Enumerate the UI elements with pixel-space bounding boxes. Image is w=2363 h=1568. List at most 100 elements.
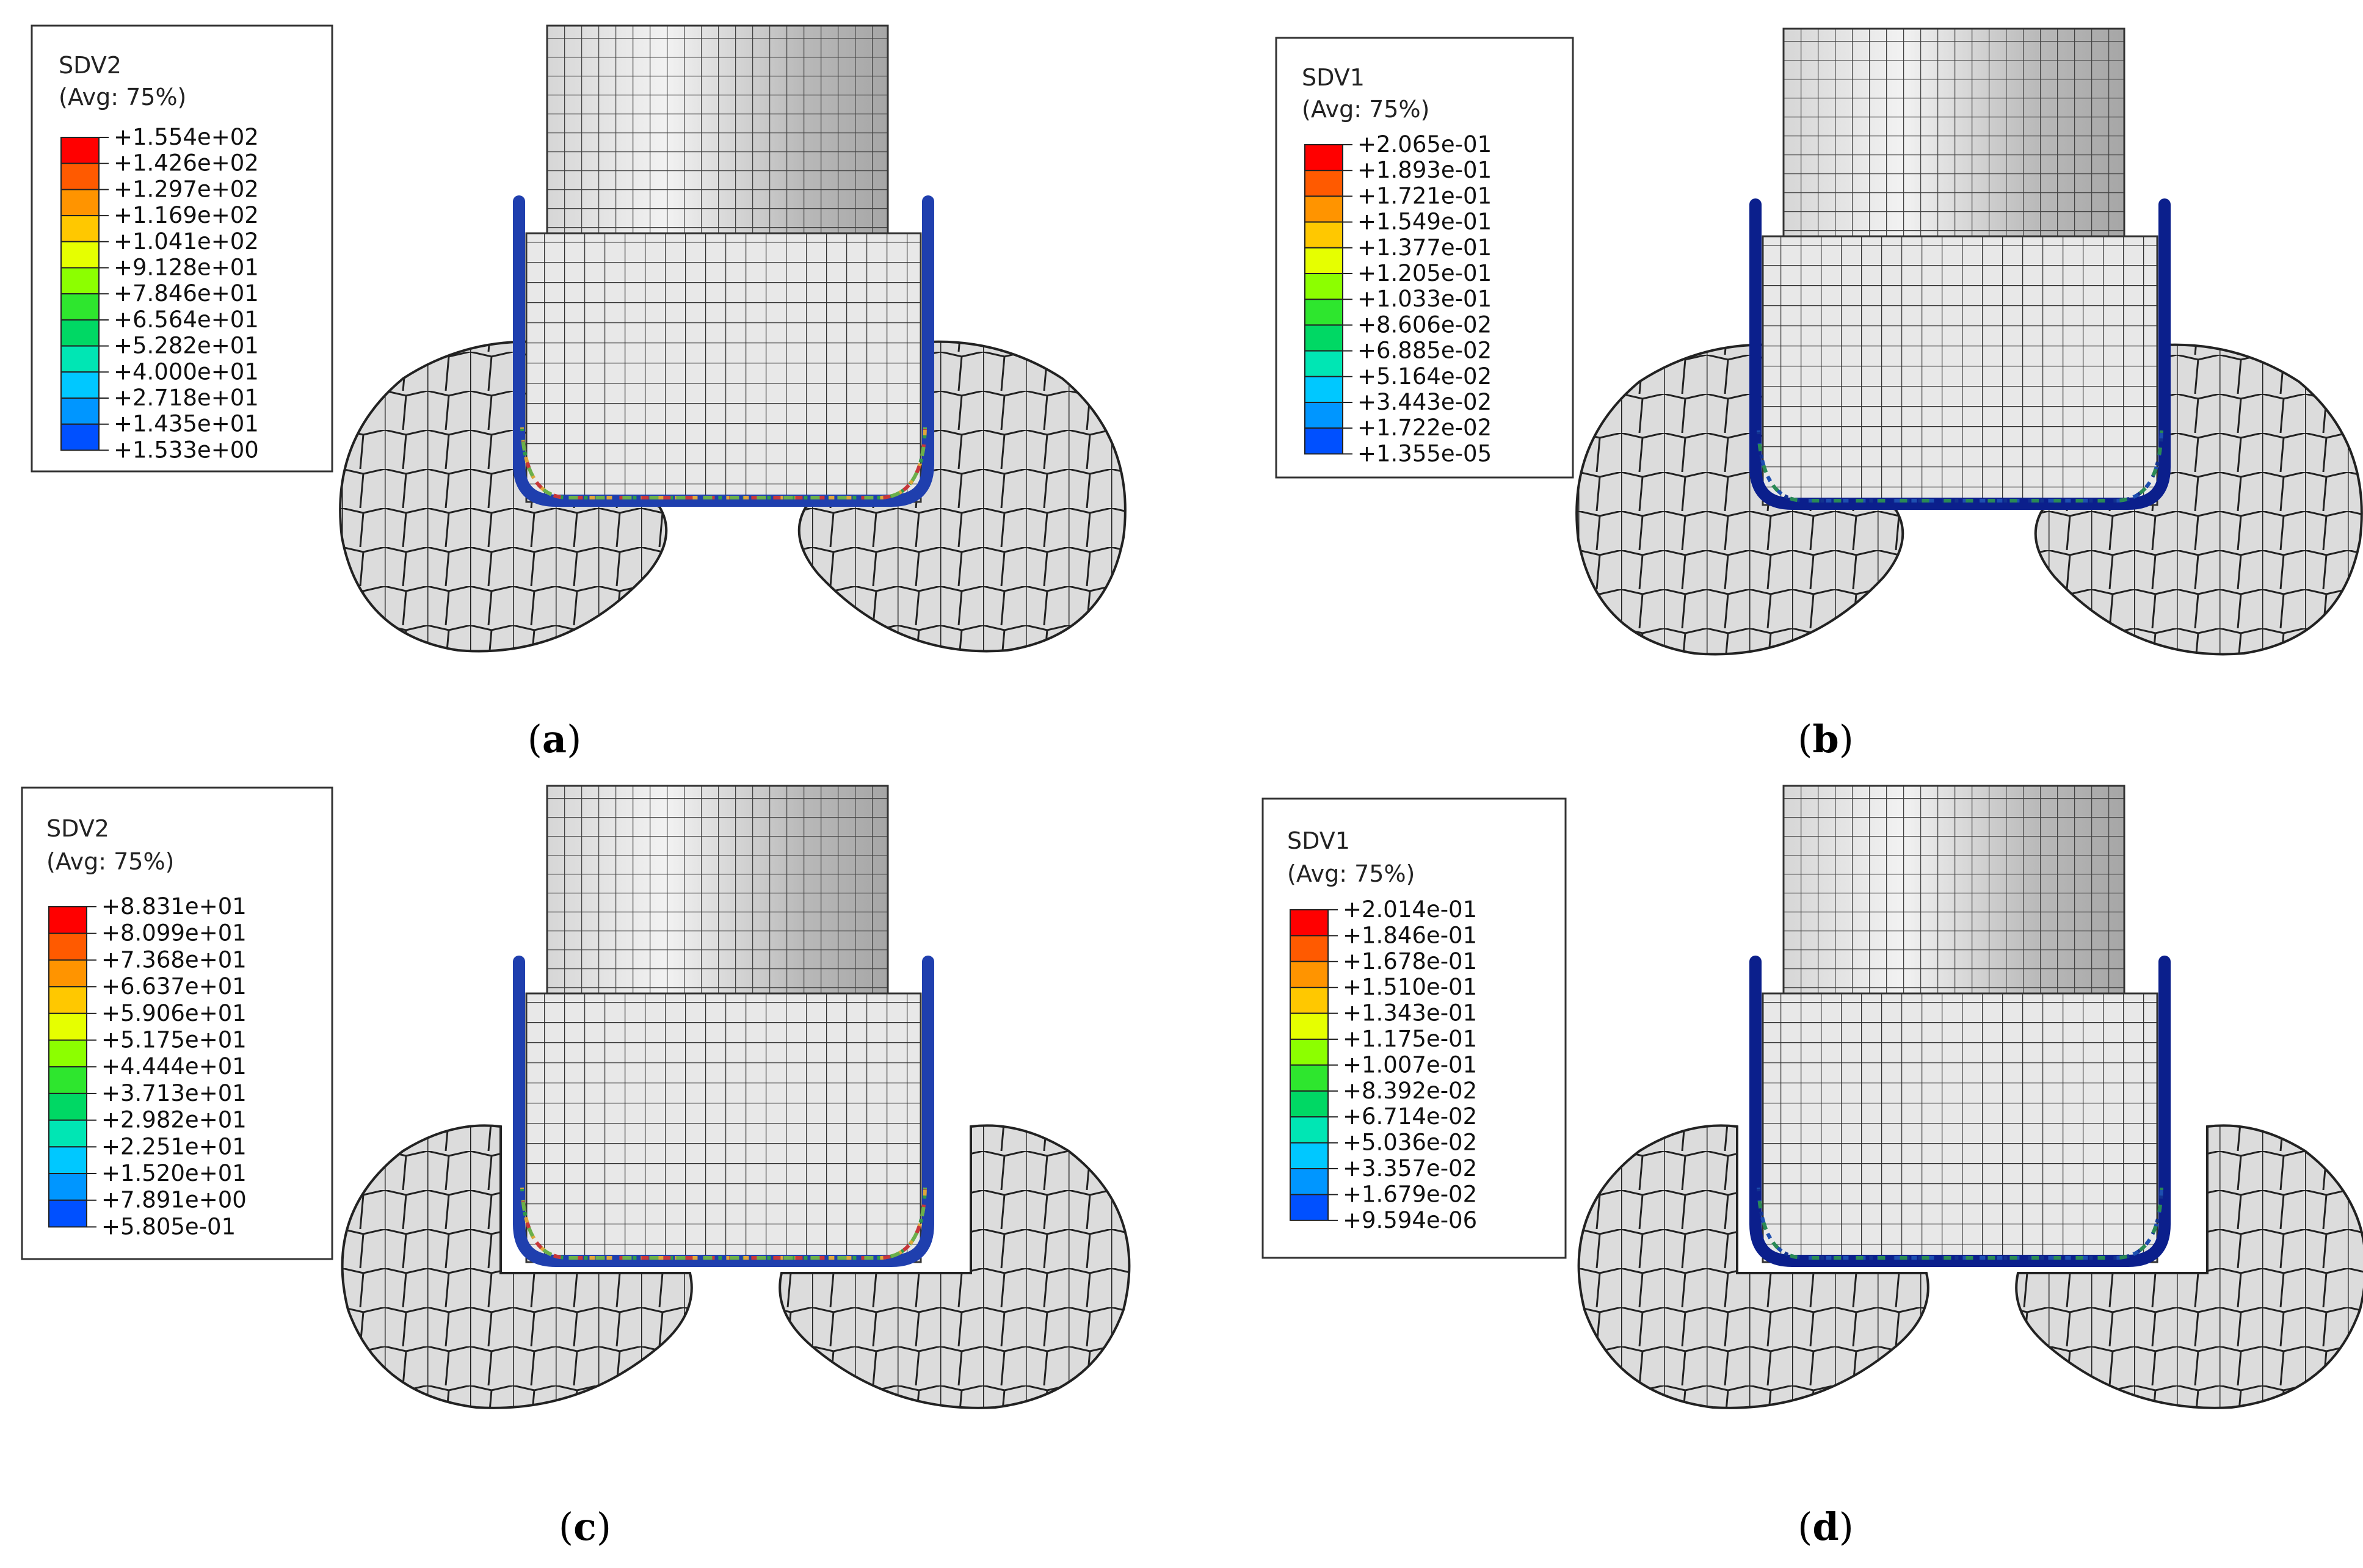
legend-value: +3.357e-02 bbox=[1343, 1155, 1477, 1181]
legend-value: +1.533e+00 bbox=[114, 437, 259, 463]
die-block-mesh bbox=[1762, 992, 2158, 1263]
legend-value: +1.722e-02 bbox=[1357, 415, 1492, 441]
legend-value: +5.175e+01 bbox=[101, 1027, 247, 1053]
legend-value: +1.033e-01 bbox=[1357, 286, 1492, 312]
legend-value: +1.679e-02 bbox=[1343, 1181, 1477, 1207]
die-block-mesh bbox=[525, 232, 922, 503]
legend-value: +5.906e+01 bbox=[101, 1000, 247, 1026]
legend-value: +2.718e+01 bbox=[114, 385, 259, 411]
legend-value: +6.564e+01 bbox=[114, 307, 259, 333]
legend-band bbox=[1304, 144, 1343, 172]
legend-value: +1.435e+01 bbox=[114, 411, 259, 437]
right-roller-mesh bbox=[779, 1124, 1131, 1409]
legend-band bbox=[60, 371, 100, 399]
legend-band bbox=[48, 1039, 87, 1068]
legend-value: +4.000e+01 bbox=[114, 358, 259, 385]
legend-box: SDV1 (Avg: 75%) +2.014e-01+1.846e-01+1.6… bbox=[1261, 797, 1567, 1259]
legend-band bbox=[1290, 1090, 1329, 1118]
sheet-contour bbox=[520, 1187, 927, 1260]
legend-band bbox=[1290, 960, 1329, 989]
legend-band bbox=[60, 319, 100, 347]
sheet-contour bbox=[1757, 430, 2163, 503]
legend-value: +6.714e-02 bbox=[1343, 1103, 1477, 1130]
legend-box: SDV1 (Avg: 75%) +2.065e-01+1.893e-01+1.7… bbox=[1275, 37, 1574, 479]
legend-band bbox=[1304, 427, 1343, 455]
legend-band bbox=[1304, 170, 1343, 197]
legend-band bbox=[48, 986, 87, 1014]
legend-value: +7.368e+01 bbox=[101, 946, 247, 973]
legend-value: +1.893e-01 bbox=[1357, 157, 1492, 183]
legend-value: +1.007e-01 bbox=[1343, 1051, 1477, 1078]
legend-value: +5.805e-01 bbox=[101, 1213, 236, 1240]
caption: (d) bbox=[1798, 1504, 1854, 1549]
legend-band bbox=[1290, 1064, 1329, 1092]
legend-value: +1.343e-01 bbox=[1343, 1000, 1477, 1026]
legend-band bbox=[60, 241, 100, 269]
legend-band bbox=[48, 1092, 87, 1121]
punch-mesh bbox=[1782, 785, 2125, 995]
legend-value: +8.606e-02 bbox=[1357, 311, 1492, 338]
legend-band bbox=[60, 293, 100, 321]
assembly bbox=[339, 24, 1127, 653]
legend-colorbar: +2.065e-01+1.893e-01+1.721e-01+1.549e-01… bbox=[1304, 131, 1492, 466]
legend-band bbox=[1290, 987, 1329, 1014]
punch-mesh bbox=[546, 24, 889, 234]
die-block-mesh bbox=[1762, 235, 2158, 506]
sheet-cup bbox=[1749, 198, 2171, 510]
legend-averaging: (Avg: 75%) bbox=[59, 84, 186, 111]
legend-value: +9.128e+01 bbox=[114, 255, 259, 281]
legend-value: +9.594e-06 bbox=[1343, 1207, 1477, 1233]
sheet-cup bbox=[1749, 956, 2171, 1267]
legend-value: +6.637e+01 bbox=[101, 973, 247, 1000]
legend-band bbox=[1304, 402, 1343, 429]
legend-value: +8.099e+01 bbox=[101, 920, 247, 946]
panel-d: SDV1 (Avg: 75%) +2.014e-01+1.846e-01+1.6… bbox=[1261, 785, 2363, 1549]
legend-value: +2.982e+01 bbox=[101, 1107, 247, 1133]
legend-band bbox=[1290, 1168, 1329, 1196]
legend-band bbox=[1304, 376, 1343, 403]
legend-band bbox=[1290, 1142, 1329, 1169]
legend-value: +7.891e+00 bbox=[101, 1187, 247, 1213]
die-block-mesh bbox=[525, 992, 922, 1263]
punch-mesh bbox=[1782, 27, 2125, 238]
legend-value: +1.549e-01 bbox=[1357, 209, 1492, 235]
legend-variable: SDV2 bbox=[46, 815, 109, 842]
legend-band bbox=[48, 1173, 87, 1201]
legend-value: +7.846e+01 bbox=[114, 280, 259, 307]
assembly bbox=[341, 785, 1131, 1409]
punch-mesh bbox=[546, 785, 889, 995]
caption: (b) bbox=[1798, 717, 1854, 761]
legend-band bbox=[1304, 299, 1343, 326]
legend-band bbox=[48, 1012, 87, 1041]
legend-band bbox=[60, 345, 100, 373]
legend-value: +6.885e-02 bbox=[1357, 338, 1492, 364]
legend-band bbox=[60, 137, 100, 164]
legend-colorbar: +8.831e+01+8.099e+01+7.368e+01+6.637e+01… bbox=[48, 893, 247, 1240]
legend-band bbox=[48, 1146, 87, 1175]
legend-value: +1.297e+02 bbox=[114, 176, 259, 202]
assembly bbox=[1577, 785, 2363, 1409]
legend-band bbox=[1290, 935, 1329, 962]
legend-band bbox=[1304, 350, 1343, 377]
legend-value: +1.205e-01 bbox=[1357, 260, 1492, 286]
legend-value: +4.444e+01 bbox=[101, 1053, 247, 1080]
sheet-cup bbox=[513, 195, 934, 507]
legend-variable: SDV2 bbox=[59, 52, 122, 79]
legend-band bbox=[60, 267, 100, 295]
assembly bbox=[1575, 27, 2363, 656]
legend-band bbox=[1290, 1116, 1329, 1144]
legend-value: +1.846e-01 bbox=[1343, 922, 1477, 948]
panel-b: SDV1 (Avg: 75%) +2.065e-01+1.893e-01+1.7… bbox=[1275, 27, 2363, 761]
legend-band bbox=[1304, 273, 1343, 300]
legend-band bbox=[1304, 247, 1343, 274]
legend-value: +1.041e+02 bbox=[114, 228, 259, 255]
legend-value: +8.392e-02 bbox=[1343, 1078, 1477, 1104]
caption: (a) bbox=[528, 717, 582, 761]
legend-colorbar: +2.014e-01+1.846e-01+1.678e-01+1.510e-01… bbox=[1290, 896, 1477, 1233]
legend-band bbox=[60, 189, 100, 217]
legend-band bbox=[48, 1199, 87, 1228]
legend-band bbox=[1290, 909, 1329, 937]
sheet-cup bbox=[513, 956, 934, 1267]
sheet-contour bbox=[1757, 1187, 2163, 1260]
